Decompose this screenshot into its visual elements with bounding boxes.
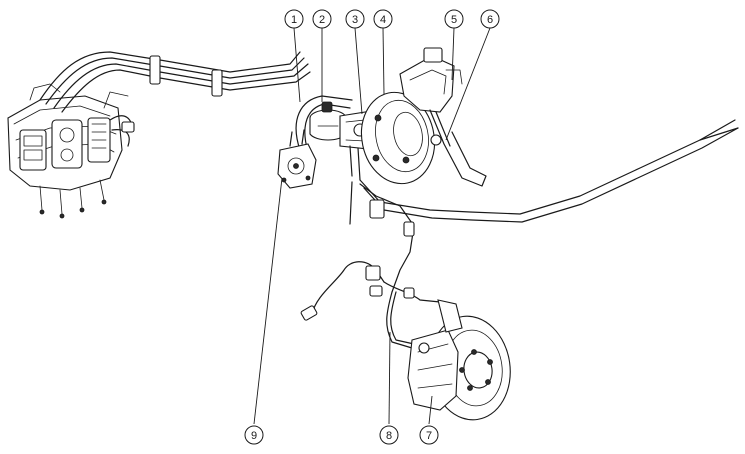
callout-label: 7 [426, 430, 432, 442]
callout-label: 6 [487, 14, 493, 26]
brake-booster [360, 91, 436, 185]
callout-3: 3 [345, 9, 365, 29]
callout-label: 9 [251, 430, 257, 442]
brake-pedal-assembly [399, 47, 487, 187]
abs-hydraulic-unit [7, 83, 135, 219]
wheel-speed-sensor-harness [300, 261, 441, 321]
callout-label: 5 [451, 14, 457, 26]
brake-valve-unit [277, 129, 317, 189]
callout-5: 5 [444, 9, 464, 29]
front-brake-rotor-caliper [407, 299, 511, 421]
callout-4: 4 [373, 9, 393, 29]
callout-2: 2 [312, 9, 332, 29]
brake-fluid-reservoir [309, 101, 347, 141]
callout-label: 2 [319, 14, 325, 26]
callout-8: 8 [379, 425, 399, 445]
brake-lines-upper [39, 51, 311, 113]
callout-label: 1 [291, 14, 297, 26]
rear-brake-lines [349, 119, 739, 293]
callout-6: 6 [480, 9, 500, 29]
callout-7: 7 [419, 425, 439, 445]
callout-1: 1 [284, 9, 304, 29]
flexible-brake-hose [386, 291, 415, 349]
callout-9: 9 [244, 425, 264, 445]
leader-lines [253, 27, 491, 425]
callout-label: 8 [386, 430, 392, 442]
callout-label: 4 [380, 14, 386, 26]
callout-label: 3 [352, 14, 358, 26]
